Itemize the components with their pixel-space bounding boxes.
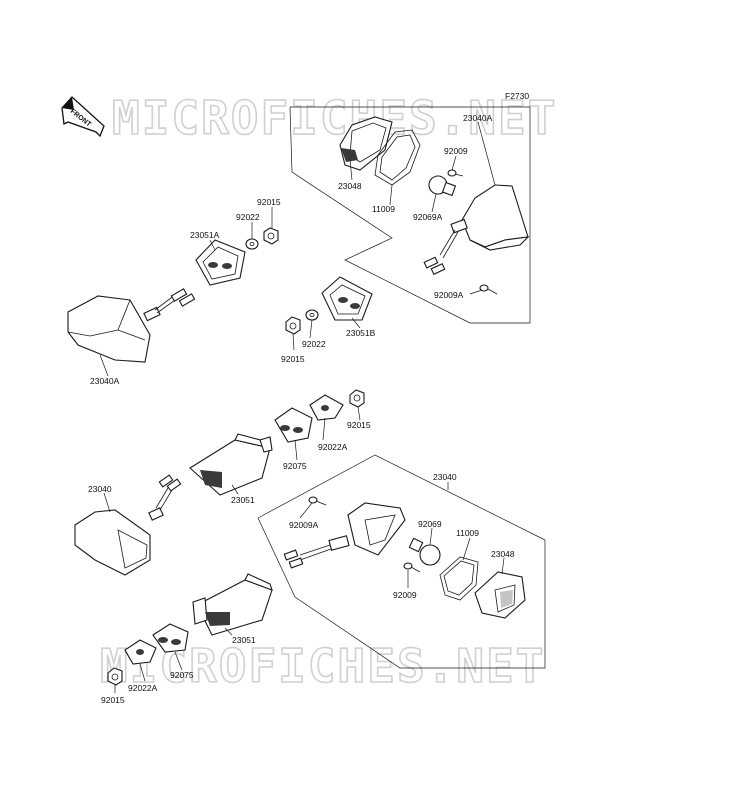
part-92075-a [274, 407, 313, 443]
label-92075-b: 92075 [170, 670, 194, 680]
label-11009-bottom: 11009 [456, 528, 479, 538]
part-92022-a [245, 238, 259, 250]
label-92075-a: 92075 [283, 461, 307, 471]
label-92009-bottom: 92009 [393, 590, 417, 600]
label-92015-b: 92015 [281, 354, 305, 364]
part-23048-top [339, 116, 393, 171]
part-92069A-bulb [428, 175, 457, 197]
front-arrow-icon: FRONT [61, 96, 105, 138]
label-92069: 92069 [418, 519, 442, 529]
label-23051-a: 23051 [231, 495, 255, 505]
part-92015-c [349, 389, 365, 408]
label-23051B: 23051B [346, 328, 376, 338]
part-23040A-right [423, 184, 530, 275]
kit-boundary-bottom [257, 454, 546, 669]
part-92022A-b [124, 639, 157, 665]
label-92009-top: 92009 [444, 146, 468, 156]
label-92022A-b: 92022A [128, 683, 158, 693]
label-23051-b: 23051 [232, 635, 256, 645]
label-23051A: 23051A [190, 230, 220, 240]
label-23048-top: 23048 [338, 181, 362, 191]
label-92009A-bottom: 92009A [289, 520, 319, 530]
label-23040-left: 23040 [88, 484, 112, 494]
part-92015-b [285, 316, 301, 335]
part-92009-bottom [403, 562, 421, 573]
part-92022-b [305, 309, 319, 321]
part-23040-right [283, 502, 406, 569]
part-23040-left [74, 474, 182, 576]
label-11009-top: 11009 [372, 204, 395, 214]
label-92015-a: 92015 [257, 197, 281, 207]
kit-boundary-top [289, 106, 531, 324]
part-23048-bottom [474, 571, 526, 619]
label-92022A-a: 92022A [318, 442, 348, 452]
figure-code: F2730 [505, 91, 529, 101]
label-92022-b: 92022 [302, 339, 326, 349]
part-23040A-left [67, 288, 196, 363]
part-23051A [195, 239, 246, 286]
label-23040A-left: 23040A [90, 376, 120, 386]
label-92015-c: 92015 [347, 420, 371, 430]
part-92075-b [152, 623, 189, 653]
label-23040-right: 23040 [433, 472, 457, 482]
part-92015-d [107, 667, 123, 686]
part-23051B [321, 276, 373, 321]
part-11009-top [374, 129, 421, 186]
label-23048-bottom: 23048 [491, 549, 515, 559]
part-11009-bottom [439, 556, 479, 601]
part-92009A-bottom [308, 496, 327, 506]
label-92022-a: 92022 [236, 212, 260, 222]
part-92015-a [263, 227, 279, 245]
part-23051-b [192, 573, 273, 636]
label-23040A-top: 23040A [463, 113, 493, 123]
part-92009A-top [479, 284, 498, 295]
label-92069A: 92069A [413, 212, 443, 222]
label-92015-d: 92015 [101, 695, 125, 705]
leader-lines [99, 121, 505, 693]
part-92022A-a [309, 394, 344, 421]
part-92069-bulb [408, 537, 441, 566]
part-92009-top [447, 169, 464, 177]
label-92009A-top: 92009A [434, 290, 464, 300]
part-23051-a [189, 433, 273, 496]
